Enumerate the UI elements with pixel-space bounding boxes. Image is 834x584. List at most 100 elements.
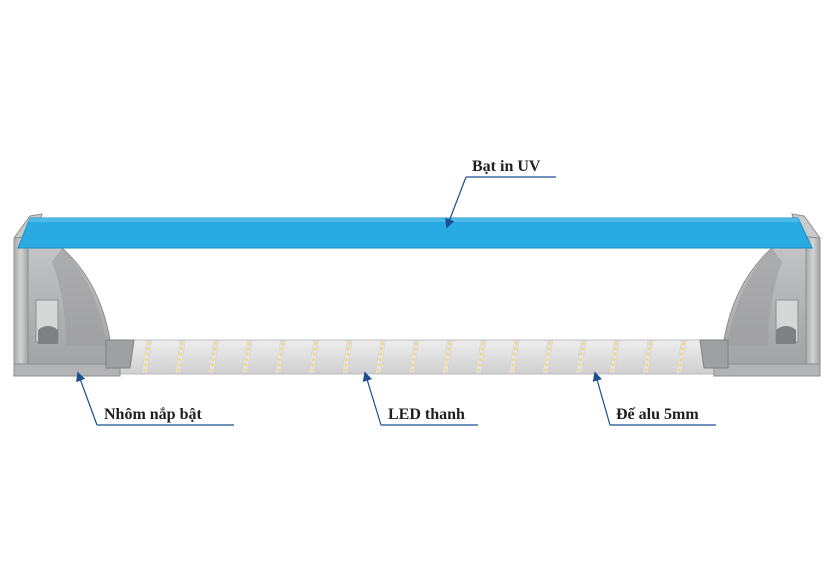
led-chip [210, 363, 214, 367]
led-chip [545, 358, 549, 362]
led-chip [510, 368, 514, 372]
led-chip [648, 342, 652, 346]
led-chip [311, 363, 314, 367]
led-chip [680, 352, 684, 356]
label-banner: Bạt in UV [472, 158, 541, 175]
led-chip [581, 342, 585, 346]
led-chip [414, 342, 418, 346]
led-chip [445, 358, 449, 362]
led-chip [213, 347, 217, 351]
label-led: LED thanh [388, 406, 465, 423]
led-chip [179, 347, 183, 351]
led-chip [244, 363, 248, 367]
led-chip [446, 352, 450, 356]
led-chip [214, 342, 218, 346]
led-chip [313, 347, 317, 351]
label-frame: Nhôm nắp bật [104, 406, 202, 423]
alu-base-panel [115, 339, 723, 375]
uv-printed-banner [17, 217, 813, 249]
led-chip [144, 363, 147, 367]
led-chip [143, 368, 147, 372]
led-chip [279, 352, 283, 356]
led-chip [681, 342, 685, 346]
led-chip [580, 352, 583, 356]
led-chip [343, 368, 347, 372]
led-chip [477, 368, 481, 372]
led-chip [646, 352, 650, 356]
led-chip [179, 352, 182, 356]
led-chip [615, 342, 619, 346]
led-chip [611, 363, 615, 367]
led-chip [209, 368, 213, 372]
callout-base: Đế alu 5mm [592, 371, 716, 426]
led-chip [546, 352, 550, 356]
led-chip [411, 363, 415, 367]
led-chip [544, 368, 548, 372]
led-chip [478, 358, 482, 362]
led-chip [614, 347, 618, 351]
callout-banner-leader [445, 176, 467, 229]
led-strips-group [141, 340, 687, 374]
led-chip [548, 342, 552, 346]
led-chip [413, 347, 417, 351]
led-chip [613, 352, 617, 356]
led-chip [447, 347, 451, 351]
led-chip [479, 352, 483, 356]
led-chip [180, 342, 184, 346]
led-chip [579, 358, 583, 362]
callout-frame-leader [76, 371, 98, 426]
led-chip [147, 342, 151, 346]
led-chip [144, 358, 148, 362]
callout-led: LED thanh [362, 371, 478, 426]
led-chip [211, 358, 215, 362]
led-chip [481, 342, 485, 346]
led-chip [378, 358, 382, 362]
led-chip [612, 358, 616, 362]
led-chip [412, 358, 416, 362]
led-chip [444, 363, 448, 367]
led-chip [681, 347, 684, 351]
led-chip [212, 352, 216, 356]
led-chip [544, 363, 548, 367]
led-chip [344, 363, 348, 367]
led-chip [247, 342, 251, 346]
led-chip [280, 342, 284, 346]
led-chip [513, 352, 517, 356]
led-chip [380, 347, 384, 351]
led-chip [245, 352, 249, 356]
led-chip [646, 358, 649, 362]
led-chip [314, 342, 318, 346]
led-chip [346, 352, 350, 356]
led-chip [178, 358, 182, 362]
led-chip [177, 363, 181, 367]
led-chip [312, 352, 316, 356]
callout-base-leader [592, 371, 611, 426]
led-chip [678, 363, 682, 367]
led-chip [645, 363, 649, 367]
led-chip [347, 342, 351, 346]
led-chip [345, 358, 349, 362]
led-chip [379, 352, 383, 356]
led-chip [677, 368, 681, 372]
led-chip [145, 352, 149, 356]
led-chip [176, 368, 180, 372]
led-chip [311, 358, 315, 362]
callout-banner: Bạt in UV [445, 158, 556, 229]
led-chip [443, 368, 447, 372]
led-chip [647, 347, 651, 351]
led-chip [146, 347, 150, 351]
led-chip [610, 368, 614, 372]
right-aluminum-frame [699, 213, 822, 377]
led-chip [547, 347, 551, 351]
led-chip [278, 358, 282, 362]
led-chip [448, 342, 451, 346]
led-chip [478, 363, 482, 367]
led-chip [243, 368, 247, 372]
led-chip [512, 358, 516, 362]
led-chip [412, 352, 416, 356]
led-chip [679, 358, 683, 362]
led-chip [410, 368, 414, 372]
callout-frame: Nhôm nắp bật [76, 371, 234, 426]
led-chip [276, 368, 280, 372]
